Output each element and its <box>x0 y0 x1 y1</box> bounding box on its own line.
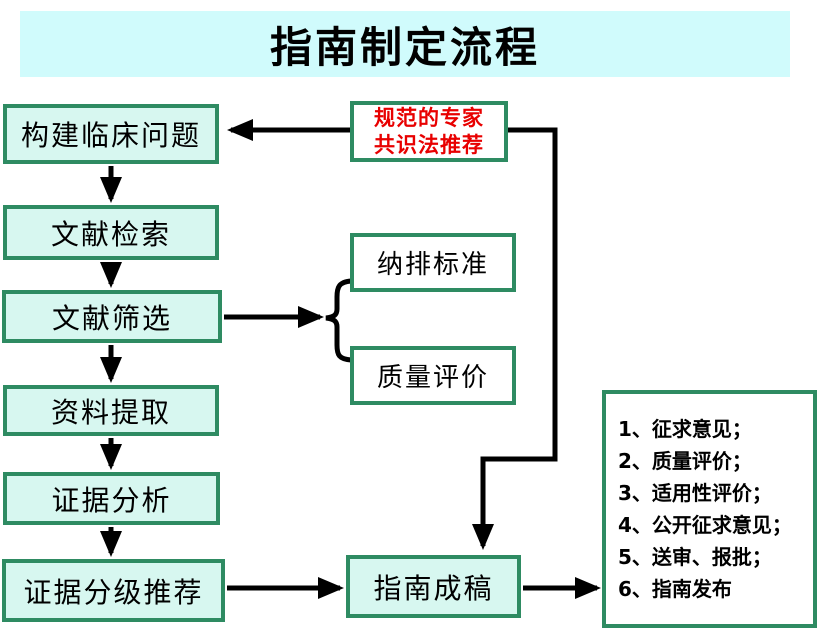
box-guideline-draft: 指南成稿 <box>346 555 521 618</box>
box-evidence-grading-label: 证据分级推荐 <box>23 575 204 609</box>
box-quality-evaluation-label: 质量评价 <box>376 363 489 393</box>
box-literature-search: 文献检索 <box>3 205 219 260</box>
expert-consensus-line2: 共识法推荐 <box>374 132 484 157</box>
page-title: 指南制定流程 <box>20 11 790 77</box>
box-quality-evaluation: 质量评价 <box>350 346 516 405</box>
final-step-item: 5、送审、报批； <box>618 545 772 569</box>
box-evidence-analysis-label: 证据分析 <box>51 483 172 517</box>
final-step-item: 1、征求意见； <box>618 417 752 441</box>
box-clinical-question: 构建临床问题 <box>3 104 219 164</box>
final-step-item: 3、适用性评价； <box>618 481 772 505</box>
box-evidence-grading: 证据分级推荐 <box>2 559 225 622</box>
final-step-item: 6、指南发布 <box>618 577 732 601</box>
final-step-item: 2、质量评价； <box>618 449 752 473</box>
box-literature-search-label: 文献检索 <box>50 217 171 251</box>
connector-consensus-to-draft <box>472 127 558 550</box>
box-expert-consensus: 规范的专家 共识法推荐 <box>350 101 508 162</box>
box-clinical-question-label: 构建临床问题 <box>20 119 201 152</box>
box-literature-screening-label: 文献筛选 <box>51 301 172 335</box>
box-guideline-draft-label: 指南成稿 <box>373 571 494 605</box>
expert-consensus-line1: 规范的专家 <box>374 105 484 130</box>
final-step-item: 4、公开征求意见； <box>618 513 792 537</box>
box-inclusion-criteria: 纳排标准 <box>350 233 516 292</box>
box-inclusion-criteria-label: 纳排标准 <box>376 250 489 280</box>
box-data-extraction: 资料提取 <box>3 385 219 436</box>
box-literature-screening: 文献筛选 <box>2 290 222 343</box>
brace-criteria <box>325 278 352 363</box>
box-evidence-analysis: 证据分析 <box>3 472 220 525</box>
box-data-extraction-label: 资料提取 <box>50 395 171 429</box>
box-final-steps: 1、征求意见； 2、质量评价； 3、适用性评价； 4、公开征求意见； 5、送审、… <box>602 390 817 628</box>
